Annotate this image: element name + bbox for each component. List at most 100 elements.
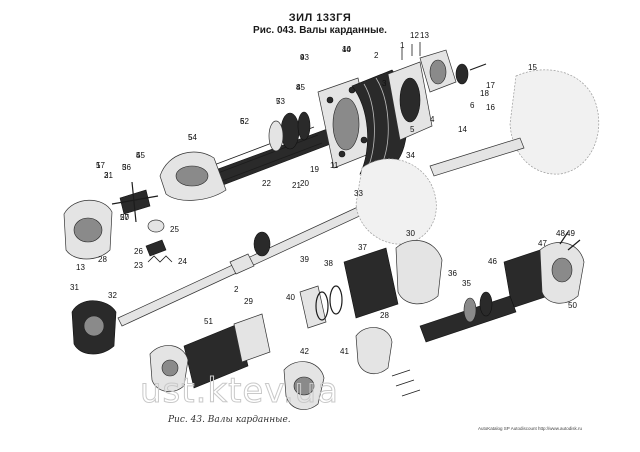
part-callout: 24 <box>178 257 187 266</box>
part-callout: 45 <box>296 83 305 92</box>
right-universal-joint <box>503 231 585 309</box>
drum-ribs <box>363 77 389 169</box>
figure-caption: Рис. 43. Валы карданные. <box>167 415 291 425</box>
bolts-54-57 <box>391 369 421 397</box>
slip-joint-collar <box>253 231 271 257</box>
yoke-42-bore <box>551 257 573 283</box>
nut-47 <box>479 291 493 317</box>
cross-49-50-51 <box>559 231 581 251</box>
part-callout: 21 <box>292 181 301 190</box>
part-callout: 18 <box>480 89 489 98</box>
spline-sleeve-41 <box>183 323 249 389</box>
part-callout: 52 <box>240 117 249 126</box>
upper-yoke-bore <box>175 165 209 187</box>
flange-43-bore <box>293 376 315 396</box>
part-callout: 14 <box>458 125 467 134</box>
left-universal-joint <box>63 181 173 263</box>
part-callout: 12 <box>410 31 419 40</box>
part-callout: 50 <box>120 213 129 222</box>
part-callout: 33 <box>354 189 363 198</box>
lower-spline-shaft-assembly <box>299 240 517 343</box>
part-callout: 28 <box>98 255 107 264</box>
part-callout: 50 <box>568 301 577 310</box>
axle-housing-32 <box>355 158 437 245</box>
part-callout: 5 <box>410 125 415 134</box>
part-callout: 5 <box>188 133 193 142</box>
bearing-cup-23 <box>147 219 165 233</box>
part-callout: 11 <box>330 161 339 170</box>
part-callout: 20 <box>300 179 309 188</box>
part-callout: 53 <box>276 97 285 106</box>
part-callout: 57 <box>96 161 105 170</box>
part-callout: 34 <box>406 151 415 160</box>
tube-40 <box>233 313 271 363</box>
part-callout: 15 <box>528 63 537 72</box>
part-callout: 1 <box>400 41 405 50</box>
diagram-title: ЗИЛ 133ГЯ <box>288 12 352 24</box>
part-callout: 43 <box>300 53 309 62</box>
part-callout: 42 <box>300 347 309 356</box>
part-callout: 13 <box>420 31 429 40</box>
part-callout: 10 <box>342 45 351 54</box>
part-callout: 44 <box>342 45 351 54</box>
part-callout: 41 <box>340 347 349 356</box>
axle-housing-34 <box>509 69 600 175</box>
nut-15 <box>455 63 469 85</box>
flange-center-bore <box>332 97 360 151</box>
part-callout: 26 <box>134 247 143 256</box>
ring-36 <box>329 285 343 315</box>
part-callout: 6 <box>240 117 245 126</box>
part-callout: 9 <box>300 53 305 62</box>
ring-37 <box>315 291 329 321</box>
part-callout: 36 <box>448 269 457 278</box>
part-callout: 4 <box>136 151 141 160</box>
credit-line: AutoKatalog SP Autodiscount http://www.a… <box>478 426 582 431</box>
spring-clips-24-25 <box>147 255 173 263</box>
part-callout: 55 <box>136 151 145 160</box>
part-callout: 31 <box>70 283 79 292</box>
part-callout: 2 <box>104 171 109 180</box>
lower-left-shaft-assembly <box>149 313 421 410</box>
part-callout: 28 <box>380 311 389 320</box>
part-callout: 2 <box>234 285 239 294</box>
part-callout: 19 <box>310 165 319 174</box>
bolts-11-12-13 <box>401 42 421 60</box>
part-callout: 49 <box>566 229 575 238</box>
long-propeller-shaft <box>71 205 365 355</box>
part-callout: 13 <box>76 263 85 272</box>
part-callout: 1 <box>96 161 101 170</box>
diagram-subtitle: Рис. 043. Валы карданные. <box>253 25 387 36</box>
axle-housings <box>355 69 600 245</box>
cross-trunnions <box>111 181 159 223</box>
seal-8 <box>297 111 311 141</box>
left-yoke-bore <box>73 217 103 243</box>
part-callout: 3 <box>122 163 127 172</box>
part-callout: 25 <box>170 225 179 234</box>
part-callout: 16 <box>486 103 495 112</box>
part-callout: 8 <box>296 83 301 92</box>
part-callout: 48 <box>556 229 565 238</box>
yoke-body-2 <box>395 240 443 305</box>
part-callout: 29 <box>244 297 253 306</box>
part-callout: 54 <box>188 133 197 142</box>
part-callout: 7 <box>276 97 281 106</box>
part-callout: 46 <box>488 257 497 266</box>
part-callout: 2 <box>374 51 379 60</box>
part-callout: 3 <box>382 79 387 88</box>
part-callout: 27 <box>120 213 129 222</box>
stud-14 <box>469 63 487 71</box>
yoke-44-lower <box>355 327 393 375</box>
rear-yoke-bore <box>83 315 105 337</box>
intermediate-shaft-33 <box>429 137 525 177</box>
upper-shaft-assembly <box>159 42 487 201</box>
seal-rings-36-38 <box>299 285 327 329</box>
ring-7 <box>268 120 284 152</box>
part-callout: 39 <box>300 255 309 264</box>
part-callout: 51 <box>204 317 213 326</box>
part-callout: 30 <box>406 229 415 238</box>
part-callout: 17 <box>486 81 495 90</box>
part-callout: 47 <box>538 239 547 248</box>
yoke-28-bore <box>161 359 179 377</box>
part-callout: 56 <box>122 163 131 172</box>
